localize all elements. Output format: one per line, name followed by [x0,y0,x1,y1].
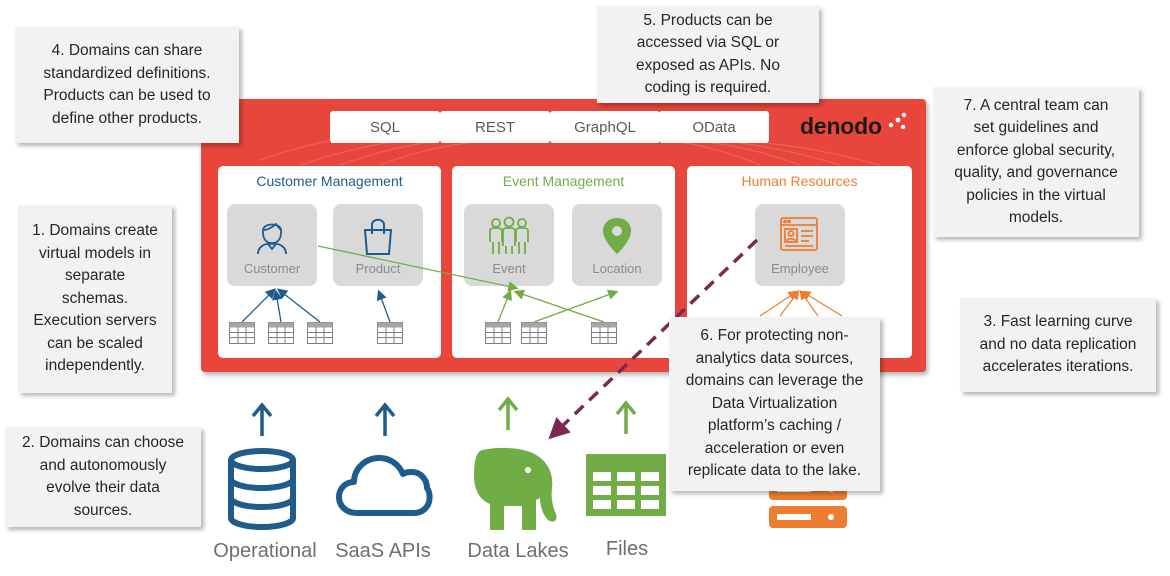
note-text-line: standardized definitions. [43,64,211,82]
note-text-line: analytics data sources, [695,349,854,367]
source-label-data-lakes: Data Lakes [467,540,569,562]
denodo-logo: denodo [800,113,882,139]
note-text-line: enforce global security, [956,141,1116,159]
api-sql-button[interactable]: SQL [330,111,440,143]
note-text-line: evolve their data [46,479,160,496]
note-central-team: 7. A central team can set guidelines and e… [933,87,1139,237]
note-text-line: virtual models in [39,244,151,262]
map-pin-icon [603,218,631,254]
source-up-arrow [374,402,396,436]
note-text-line: and autonomously [39,456,167,474]
note-autonomous-sources: 2. Domains can choose and autonomously evo… [5,427,201,527]
note-text-line: 2. Domains can choose [22,434,184,451]
entity-location[interactable]: Location [572,204,662,286]
entity-customer[interactable]: Customer [227,204,317,286]
denodo-logo-mark-icon [887,109,909,132]
note-text-line: 1. Domains create [32,222,158,240]
note-text-line: domains can leverage the [685,372,864,390]
note-text-line: Products can be used to [43,87,211,104]
note-text-line: 3. Fast learning curve [983,313,1133,331]
source-up-arrow [615,400,637,434]
note-text-line: Data Virtualization [711,394,838,412]
note-text-line: define other products. [52,109,202,127]
note-text-line: can be scaled [47,334,143,352]
note-text-line: replicate data to the lake. [687,462,862,480]
note-text-line: and no data replication [979,335,1137,353]
entity-label: Event [492,261,526,276]
note-text-line: accelerates iterations. [982,358,1134,376]
api-graphql-button[interactable]: GraphQL [550,111,660,143]
domain-title: Event Management [502,173,625,189]
source-label-operational: Operational [213,540,317,562]
note-text-line: models. [1008,209,1064,226]
api-rest-button[interactable]: REST [440,111,550,143]
employee-id-card-icon [780,217,818,251]
person-icon [257,222,287,255]
entity-label: Product [355,261,401,276]
note-sql-api-access: 5. Products can be accessed via SQL or exp… [597,6,819,103]
note-text-line: separate [64,267,126,285]
note-text-line: Execution servers [33,312,157,330]
table-icon [377,322,403,344]
note-text-line: schemas. [61,289,129,307]
shopping-bag-icon [363,218,393,255]
source-label-saas-apis: SaaS APIs [335,540,431,562]
note-text-line: independently. [45,357,145,375]
cloud-icon [336,455,433,516]
source-up-arrow [251,402,273,436]
spreadsheet-icon [586,454,666,516]
note-text-line: acceleration or even [704,439,845,457]
note-caching-acceleration: 6. For protecting non-analytics data sou… [669,317,880,491]
note-text-line: accessed via SQL or [636,34,780,51]
source-label-files: Files [605,538,649,560]
elephant-icon [474,447,557,530]
entity-employee[interactable]: Employee [755,204,845,286]
note-text-line: 5. Products can be [643,11,773,29]
table-icon [307,322,333,344]
table-icon [521,322,547,344]
group-icon [489,216,529,254]
entity-label: Customer [243,261,301,276]
note-text-line: coding is required. [644,79,772,96]
note-text-line: policies in the virtual [966,186,1106,204]
note-text-line: platform’s caching / [707,417,842,435]
domain-title: Human Resources [741,173,858,189]
entity-product[interactable]: Product [333,204,423,286]
note-text-line: 6. For protecting non- [700,327,849,345]
entity-label: Employee [771,261,829,276]
note-text-line: exposed as APIs. No [636,56,780,74]
database-icon [228,448,296,530]
table-icon [591,322,617,344]
table-icon [229,322,255,344]
note-shared-definitions: 4. Domains can share standardized definit… [15,27,239,143]
domain-title: Customer Management [256,173,403,189]
note-text-line: 4. Domains can share [51,42,203,59]
entity-label: Location [592,261,642,276]
source-up-arrow [497,396,519,430]
note-text-line: quality, and governance [954,164,1118,181]
table-icon [485,322,511,344]
note-text-line: sources. [73,501,133,519]
note-virtual-models: 1. Domains create virtual models in separa… [18,205,172,393]
note-text-line: set guidelines and [973,119,1099,136]
note-learning-curve: 3. Fast learning curve and no data replic… [960,298,1156,392]
api-odata-button[interactable]: OData [659,111,769,143]
note-text-line: 7. A central team can [963,96,1109,114]
entity-event[interactable]: Event [464,204,554,286]
table-icon [268,322,294,344]
